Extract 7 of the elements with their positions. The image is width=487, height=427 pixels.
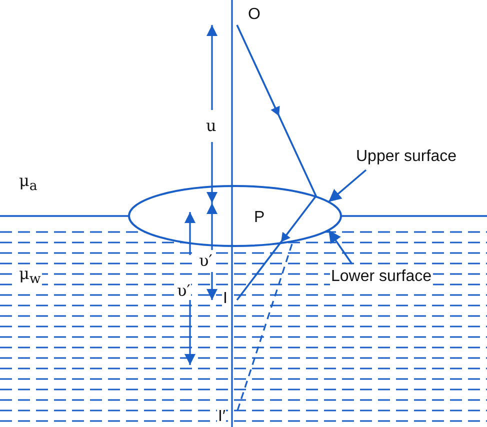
surface-label: Upper surface [355, 148, 458, 166]
leader-line [328, 230, 353, 265]
dimension-label: υ′ [176, 282, 192, 300]
lens-shape [128, 185, 342, 247]
leader-line [328, 169, 367, 203]
surface-label: Lower surface [330, 268, 432, 286]
point-label: I [222, 290, 228, 308]
